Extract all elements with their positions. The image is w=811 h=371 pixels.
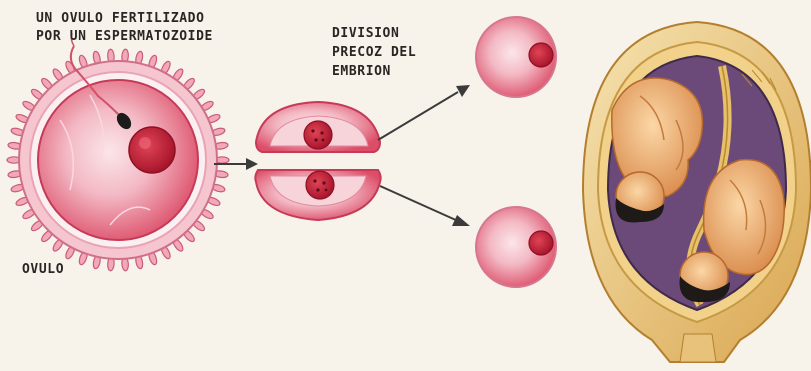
- label-fertilized-line1: UN OVULO FERTILIZADO: [36, 11, 205, 27]
- two-cell-embryo-icon: [255, 102, 380, 220]
- label-division-line1: DIVISION: [332, 26, 399, 42]
- label-division-line3: EMBRION: [332, 64, 391, 80]
- label-division-line2: PRECOZ DEL: [332, 45, 416, 61]
- daughter-cell-icon: [476, 17, 556, 97]
- label-fertilized-line2: POR UN ESPERMATOZOIDE: [36, 29, 213, 45]
- arrow-icon: [380, 186, 470, 226]
- label-ovulo: OVULO: [22, 262, 64, 278]
- ovum-icon: [7, 49, 229, 271]
- uterus-twins-icon: [583, 22, 811, 362]
- arrow-icon: [378, 85, 470, 140]
- daughter-cell-icon: [476, 207, 556, 287]
